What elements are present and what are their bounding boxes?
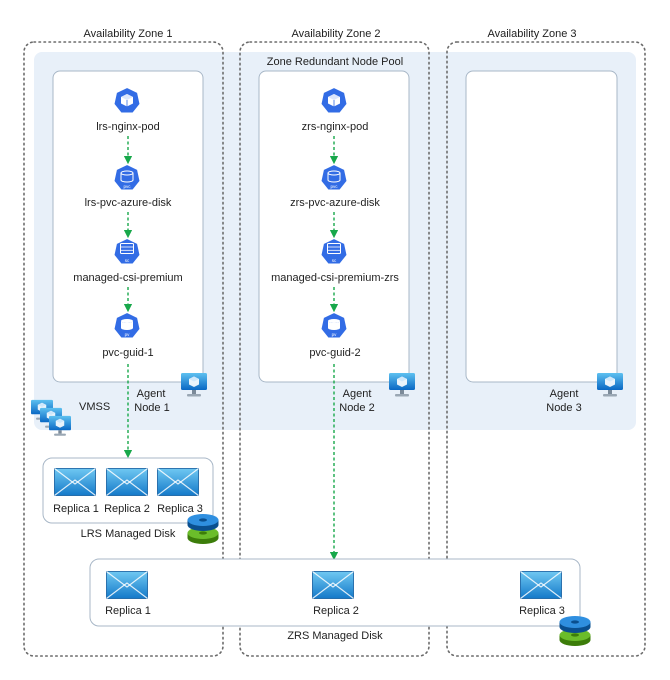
node-1-pv-label: pvc-guid-1 [102, 347, 153, 359]
agent-node-1-line2: Node 1 [134, 402, 169, 414]
sc-badge: sc [332, 258, 337, 263]
pv-icon: pv [320, 312, 348, 339]
zone-1-title: Availability Zone 1 [83, 28, 172, 40]
zrs-replica-1-label: Replica 1 [105, 605, 151, 617]
pv-badge: pv [332, 332, 338, 337]
pod-icon [320, 87, 348, 114]
node-1-chain: lrs-nginx-pod pvc lrs-pvc-azure-disk sc … [73, 87, 183, 359]
zrs-replica-3-label: Replica 3 [519, 605, 565, 617]
pvc-badge: pvc [123, 184, 131, 189]
zone-2-title: Availability Zone 2 [291, 28, 380, 40]
zrs-disk-stack-icon [559, 616, 591, 646]
node-3-box [465, 70, 618, 383]
lrs-replica-2-tile [106, 468, 148, 496]
node-2-pod-label: zrs-nginx-pod [302, 121, 369, 133]
zrs-replica-2-tile [312, 571, 354, 599]
node-1-sc-label: managed-csi-premium [73, 272, 182, 284]
zone-3-boundary [446, 41, 646, 657]
lrs-disk-stack-icon [187, 514, 219, 544]
pvc-icon: pvc [320, 164, 348, 191]
lrs-replica-1-tile [54, 468, 96, 496]
agent-node-2-line1: Agent [343, 388, 372, 400]
agent-node-3-line2: Node 3 [546, 402, 581, 414]
pvc-badge: pvc [330, 184, 338, 189]
agent-node-1-line1: Agent [137, 388, 166, 400]
vmss-label: VMSS [79, 401, 110, 413]
lrs-replica-3-tile [157, 468, 199, 496]
sc-badge: sc [125, 258, 130, 263]
node-1-pod-label: lrs-nginx-pod [96, 121, 160, 133]
zone-3-title: Availability Zone 3 [487, 28, 576, 40]
node-2-pv-label: pvc-guid-2 [309, 347, 360, 359]
zrs-replica-1-tile [106, 571, 148, 599]
zone-1-boundary [23, 41, 224, 657]
node-pool-title: Zone Redundant Node Pool [267, 56, 403, 68]
pvc-icon: pvc [113, 164, 141, 191]
node-1-pvc-label: lrs-pvc-azure-disk [85, 197, 172, 209]
node-2-sc-label: managed-csi-premium-zrs [271, 272, 399, 284]
pv-badge: pv [125, 332, 131, 337]
storage-class-icon: sc [113, 238, 141, 265]
node-2-chain: zrs-nginx-pod pvc zrs-pvc-azure-disk sc … [271, 87, 399, 359]
zone-2-boundary [239, 41, 430, 657]
storage-class-icon: sc [320, 238, 348, 265]
pod-icon [113, 87, 141, 114]
lrs-disk-title: LRS Managed Disk [81, 528, 176, 540]
zrs-disk-title: ZRS Managed Disk [287, 630, 383, 642]
node-2-pvc-label: zrs-pvc-azure-disk [290, 197, 380, 209]
agent-node-2-line2: Node 2 [339, 402, 374, 414]
lrs-replica-3-label: Replica 3 [157, 503, 203, 515]
agent-node-3-line1: Agent [550, 388, 579, 400]
pv-icon: pv [113, 312, 141, 339]
lrs-replica-2-label: Replica 2 [104, 503, 150, 515]
zrs-replica-3-tile [520, 571, 562, 599]
lrs-replica-1-label: Replica 1 [53, 503, 99, 515]
zrs-replica-2-label: Replica 2 [313, 605, 359, 617]
